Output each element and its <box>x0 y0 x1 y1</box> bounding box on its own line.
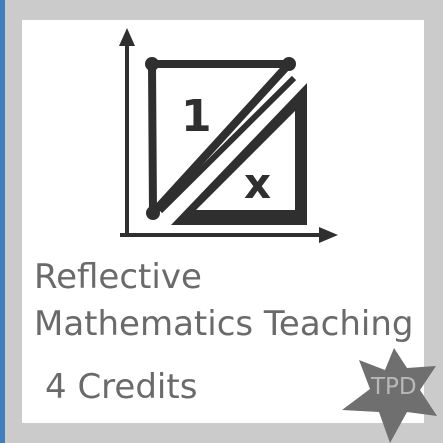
star-badge-icon <box>342 348 437 443</box>
badge-label: TPD <box>371 374 417 400</box>
tpd-badge: TPD <box>332 340 443 443</box>
course-title-line-2: Mathematics Teaching <box>34 304 414 344</box>
left-accent-bar <box>0 0 5 443</box>
course-credits: 4 Credits <box>45 367 198 407</box>
course-title-line-1: Reflective <box>34 257 202 297</box>
